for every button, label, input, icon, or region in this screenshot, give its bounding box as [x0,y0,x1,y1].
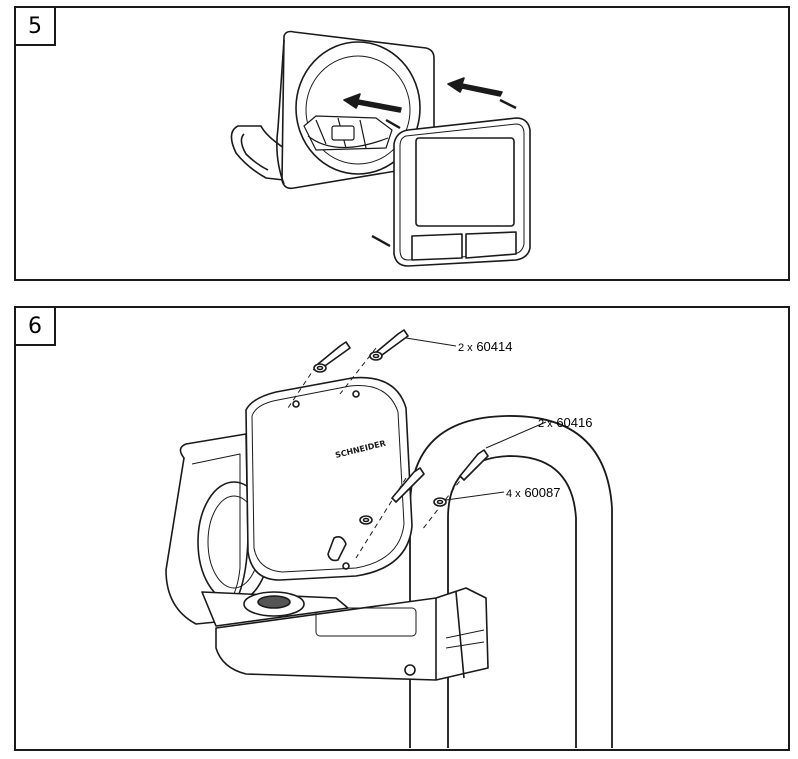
callout-screw-60414: 2 x 60414 [458,339,512,354]
right-button [465,231,517,259]
step-5-illustration [230,30,531,267]
callout-screw-60416: 2 x 60416 [538,415,592,430]
display-control-unit [393,117,531,267]
step-number: 6 [28,313,42,339]
base-housing [165,433,349,627]
mounting-base-tray [230,125,285,181]
callout-part-number: 60414 [476,339,513,354]
left-button [411,233,463,261]
callout-leaders [405,337,547,501]
callout-quantity: 4 x [506,488,521,500]
display-screen [415,137,515,227]
step-number-box: 6 [14,306,56,346]
callout-washer-60087: 4 x 60087 [506,485,560,500]
washers [313,351,447,525]
screws [317,329,489,503]
rotary-mechanism [303,115,393,151]
callout-part-number: 60416 [556,415,593,430]
callout-quantity: 2 x [458,342,473,354]
step-5-panel: 5 [14,6,790,281]
step-number: 5 [28,13,42,39]
screws [371,98,517,248]
step-6-panel: 6 [14,306,790,751]
step-number-box: 5 [14,6,56,46]
clamp-arm [215,587,489,681]
step-6-illustration: SCHNEIDER [165,329,613,748]
control-cover: SCHNEIDER [245,376,413,581]
mounting-tube [409,415,613,748]
direction-arrows [343,77,503,113]
callout-part-number: 60087 [524,485,561,500]
callout-quantity: 2 x [538,418,553,430]
